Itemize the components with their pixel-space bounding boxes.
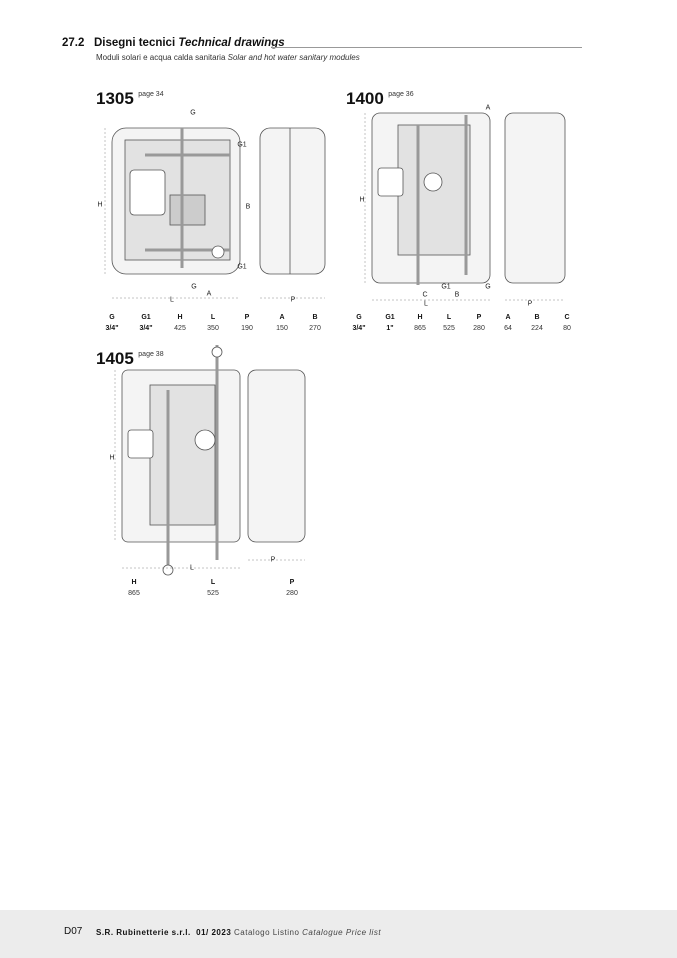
table-header: H	[417, 314, 423, 321]
footer-text: S.R. Rubinetterie s.r.l. 01/ 2023 Catalo…	[96, 928, 382, 937]
dim-label: H	[359, 196, 365, 204]
table-cell: 3/4"	[105, 325, 119, 332]
table-header: G1	[385, 314, 395, 321]
page-number: D07	[64, 926, 83, 937]
dim-label: A	[485, 104, 491, 112]
dim-label: H	[109, 454, 115, 462]
table-cell: 150	[276, 325, 288, 332]
table-header: L	[210, 579, 216, 586]
dim-label: P	[290, 296, 296, 304]
table-header: G1	[141, 314, 151, 321]
drawing-1405-side	[247, 369, 306, 543]
dim-label: G1	[441, 283, 451, 291]
dim-label: G	[190, 109, 196, 117]
table-cell: 3/4"	[139, 325, 153, 332]
table-header: B	[534, 314, 540, 321]
table-cell: 64	[504, 325, 512, 332]
dimension-lines	[104, 113, 565, 569]
table-header: G	[109, 314, 115, 321]
dim-label: G1	[237, 141, 247, 149]
dim-label: L	[170, 296, 174, 304]
table-cell: 525	[443, 325, 455, 332]
dim-label: B	[245, 203, 251, 211]
model-1400-heading: 1400 page 36	[346, 89, 414, 108]
dim-label: G	[485, 283, 491, 291]
table-header: H	[131, 579, 137, 586]
footer	[0, 910, 677, 958]
table-cell: 865	[128, 590, 140, 597]
table-header: B	[312, 314, 318, 321]
section-subtitle: Moduli solari e acqua calda sanitaria So…	[96, 53, 360, 62]
table-header: C	[564, 314, 570, 321]
dim-label: L	[190, 564, 194, 572]
table-header: P	[289, 579, 295, 586]
table-cell: 190	[241, 325, 253, 332]
table-cell: 350	[207, 325, 219, 332]
table-cell: 224	[531, 325, 543, 332]
table-cell: 3/4"	[352, 325, 366, 332]
section-heading: 27.2 Disegni tecnici Technical drawings	[62, 37, 285, 49]
dim-label: P	[270, 556, 276, 564]
drawing-1305-front	[111, 127, 241, 275]
table-header: P	[244, 314, 250, 321]
table-header: A	[279, 314, 285, 321]
dim-label: G	[191, 283, 197, 291]
table-cell: 270	[309, 325, 321, 332]
table-header: P	[476, 314, 482, 321]
drawing-1400-front	[371, 112, 491, 285]
table-header: A	[505, 314, 511, 321]
table-header: L	[210, 314, 216, 321]
dim-label: H	[97, 201, 103, 209]
table-cell: 1"	[386, 325, 394, 332]
table-header: G	[356, 314, 362, 321]
dim-label: C	[422, 291, 428, 299]
table-cell: 280	[286, 590, 298, 597]
model-1405-heading: 1405 page 38	[96, 349, 164, 368]
dim-label: B	[454, 291, 460, 299]
table-cell: 425	[174, 325, 186, 332]
drawing-1400-side	[504, 112, 566, 284]
table-header: H	[177, 314, 183, 321]
dim-label: L	[424, 300, 428, 308]
dim-label: P	[527, 300, 533, 308]
heading-rule	[272, 47, 582, 48]
table-cell: 525	[207, 590, 219, 597]
drawing-1305-side	[259, 127, 326, 275]
table-cell: 80	[563, 325, 571, 332]
model-1305-heading: 1305 page 34	[96, 89, 164, 108]
drawing-1405-front	[121, 345, 241, 576]
table-cell: 280	[473, 325, 485, 332]
table-header: L	[446, 314, 452, 321]
dim-label: G1	[237, 263, 247, 271]
dim-label: A	[206, 290, 212, 298]
table-cell: 865	[414, 325, 426, 332]
